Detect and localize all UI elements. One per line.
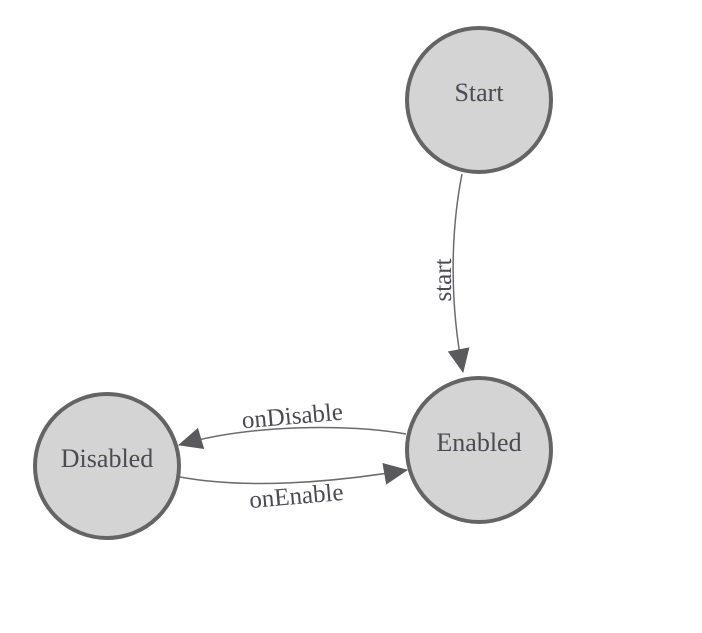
transition-enabled-to-disabled[interactable]: onDisable	[178, 399, 407, 450]
state-node-disabled[interactable]: Disabled	[33, 392, 181, 540]
state-node-disabled-circle[interactable]	[33, 392, 181, 540]
state-node-enabled[interactable]: Enabled	[405, 376, 553, 524]
transition-disabled-to-enabled[interactable]: onEnable	[179, 462, 408, 514]
state-node-enabled-label: Enabled	[436, 428, 521, 457]
state-node-start-label: Start	[454, 78, 504, 107]
state-node-disabled-label: Disabled	[61, 444, 153, 473]
state-node-start-circle[interactable]	[405, 26, 553, 174]
transition-enabled-to-disabled-path[interactable]	[178, 426, 407, 450]
transition-start-to-enabled-path[interactable]	[447, 173, 470, 373]
edge-label-ondisable: onDisable	[241, 399, 344, 435]
edge-label-start: start	[430, 258, 457, 301]
state-node-enabled-circle[interactable]	[405, 376, 553, 524]
transition-start-to-enabled[interactable]: start	[430, 173, 470, 373]
state-node-start[interactable]: Start	[405, 26, 553, 174]
transition-disabled-to-enabled-path[interactable]	[179, 462, 408, 485]
